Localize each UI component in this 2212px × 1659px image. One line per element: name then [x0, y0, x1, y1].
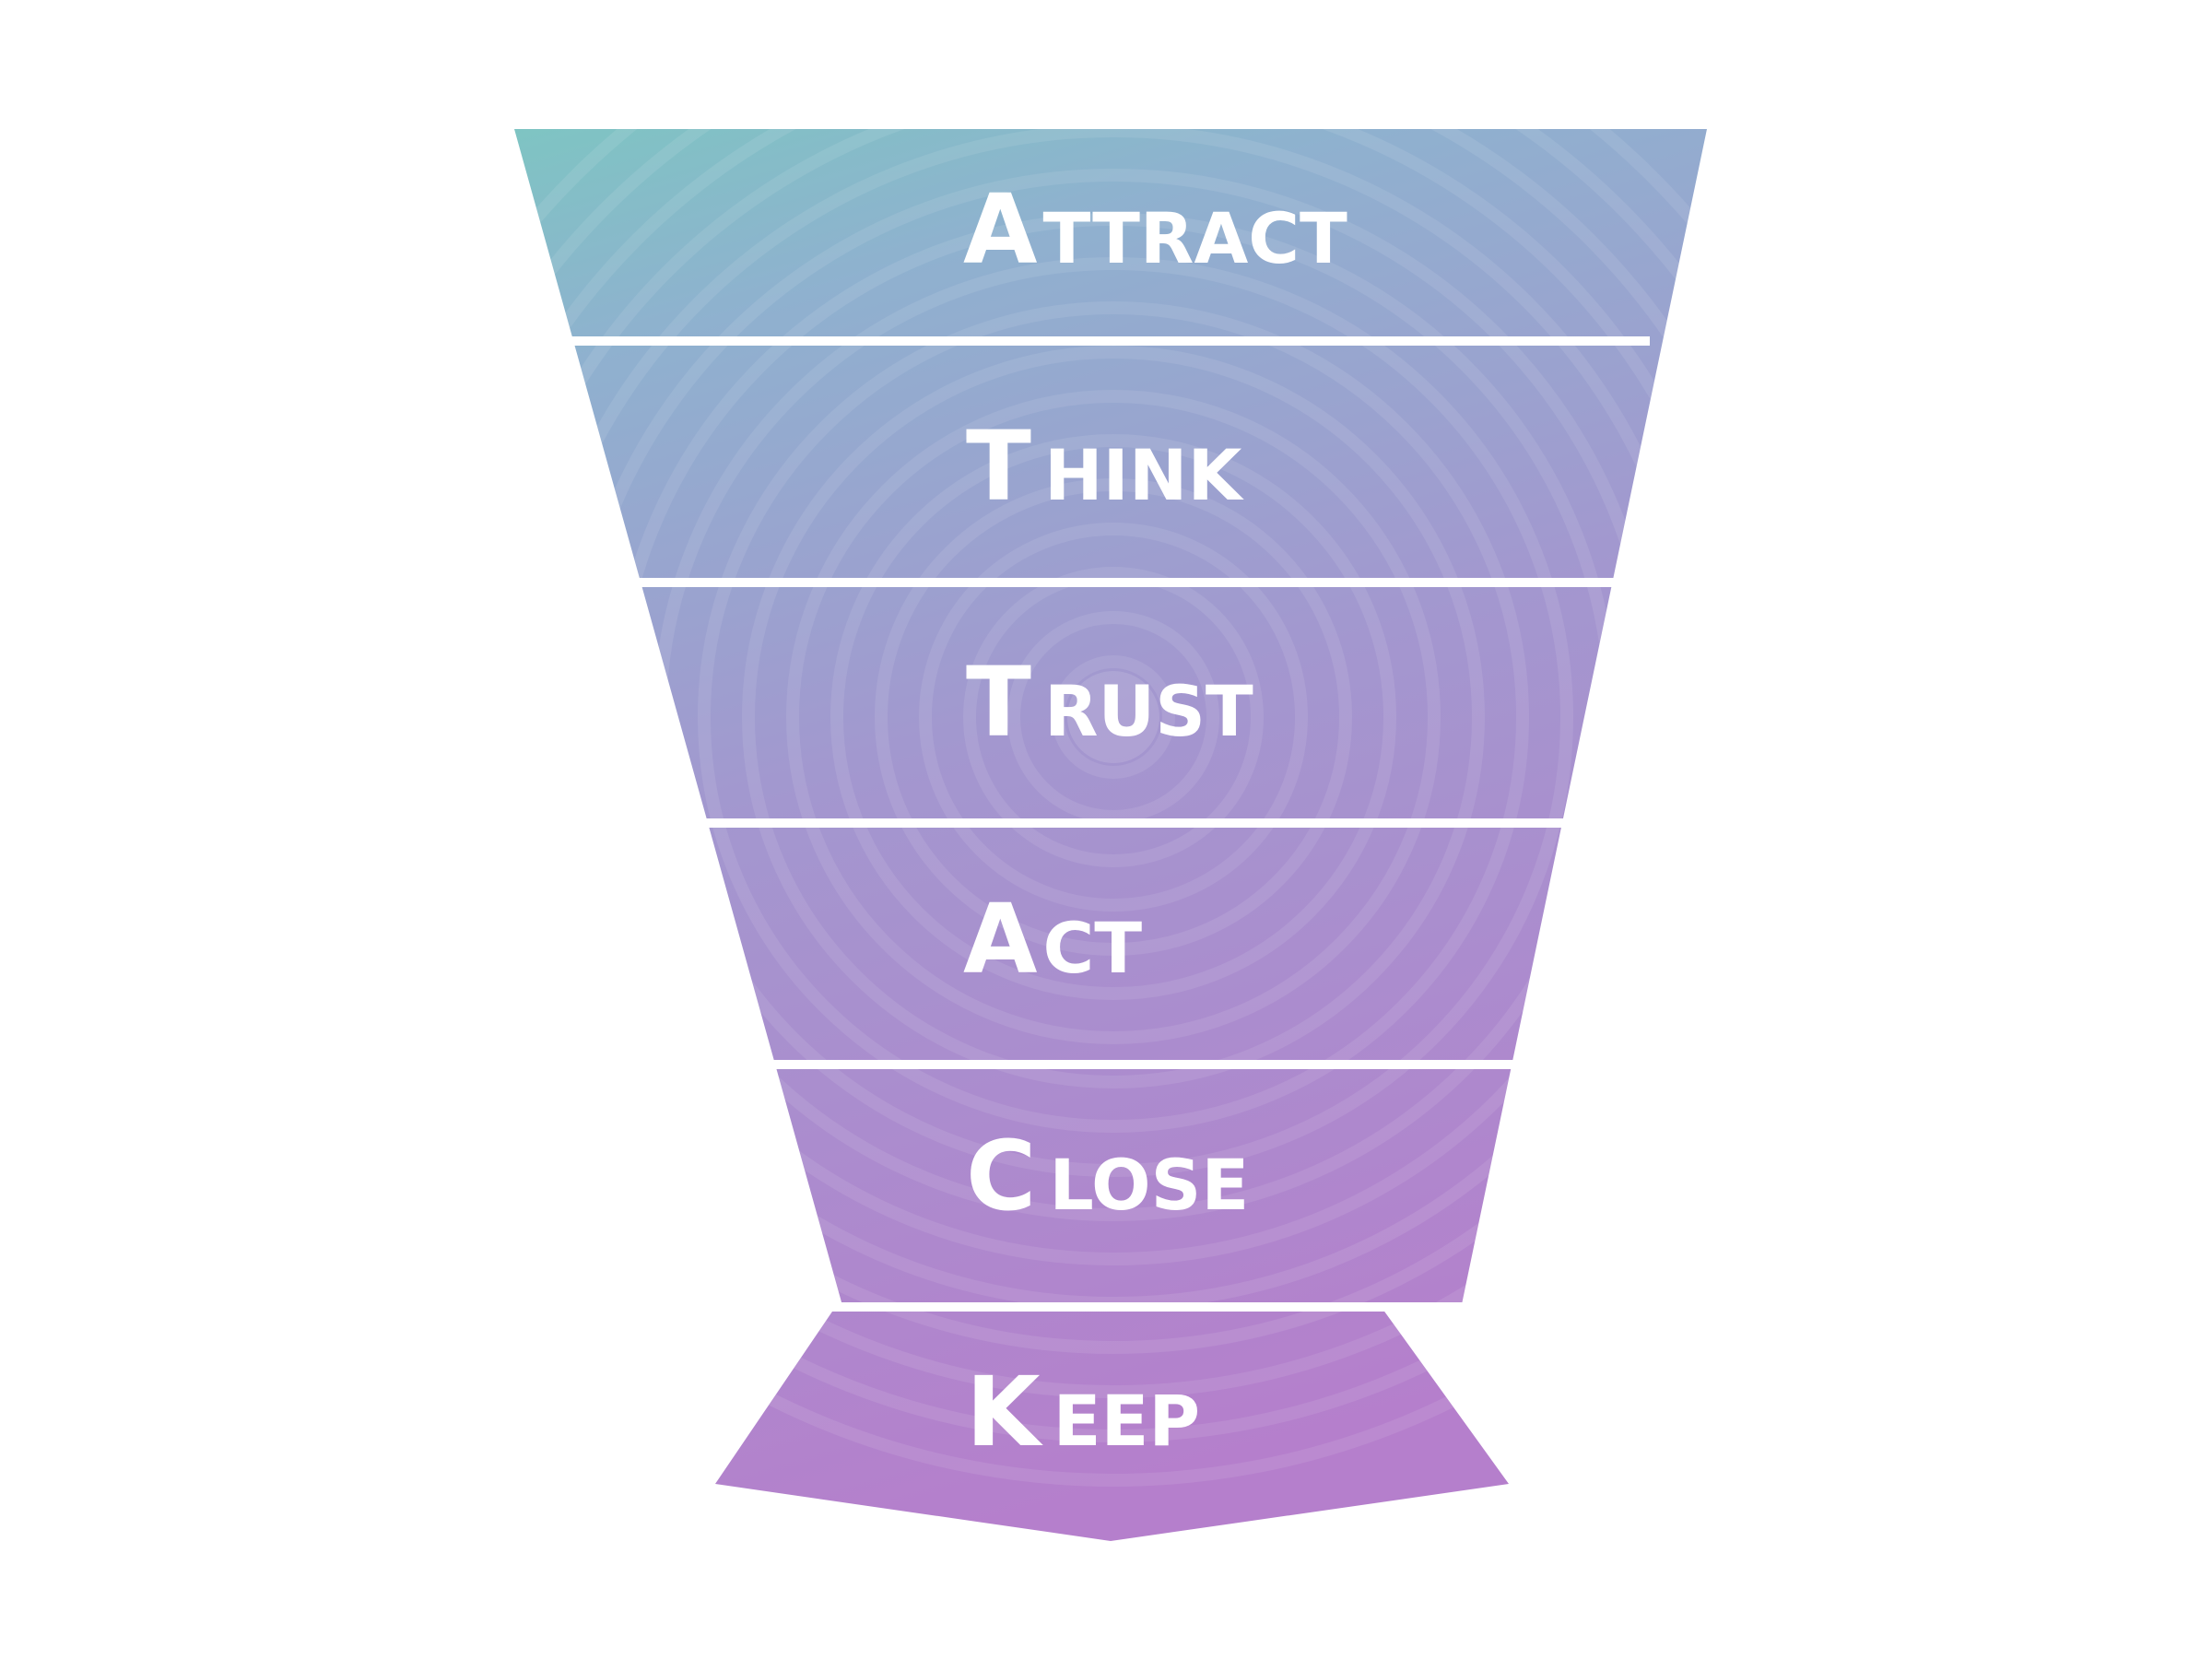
stage-rest: LOSE: [1049, 1144, 1249, 1226]
stage-initial: C: [966, 1120, 1036, 1232]
stage-initial: T: [966, 646, 1031, 759]
stage-rest: TTRACT: [1043, 197, 1348, 279]
stage-initial: A: [963, 173, 1038, 286]
stage-initial: A: [963, 883, 1038, 995]
ring: [875, 478, 1352, 956]
stage-rest: EEP: [1053, 1380, 1201, 1462]
stage-separators: [571, 336, 1650, 1312]
ring: [1007, 611, 1219, 823]
stage-initial: K: [966, 1356, 1043, 1468]
ring: [742, 346, 1485, 1088]
ring: [1052, 655, 1175, 779]
stage-label-attract: ATTRACT: [963, 173, 1347, 286]
ring: [514, 129, 1707, 1442]
stage-label-act: ACT: [963, 883, 1142, 995]
ring: [514, 129, 1707, 1487]
stage-initial: T: [966, 410, 1031, 523]
stage-rest: HINK: [1044, 434, 1244, 516]
ring: [786, 390, 1441, 1044]
ring: [963, 567, 1264, 867]
stage-act: ACT: [963, 883, 1142, 995]
ring: [514, 129, 1707, 1354]
stage-rest: CT: [1043, 907, 1143, 989]
stage-attract: ATTRACT: [963, 173, 1347, 286]
ring: [830, 434, 1396, 1000]
concentric-rings: [514, 129, 1707, 1487]
ring: [698, 301, 1529, 1133]
ring: [919, 523, 1308, 912]
ring: [514, 129, 1707, 1398]
ring-center: [1067, 671, 1159, 763]
stage-rest: RUST: [1044, 670, 1253, 752]
